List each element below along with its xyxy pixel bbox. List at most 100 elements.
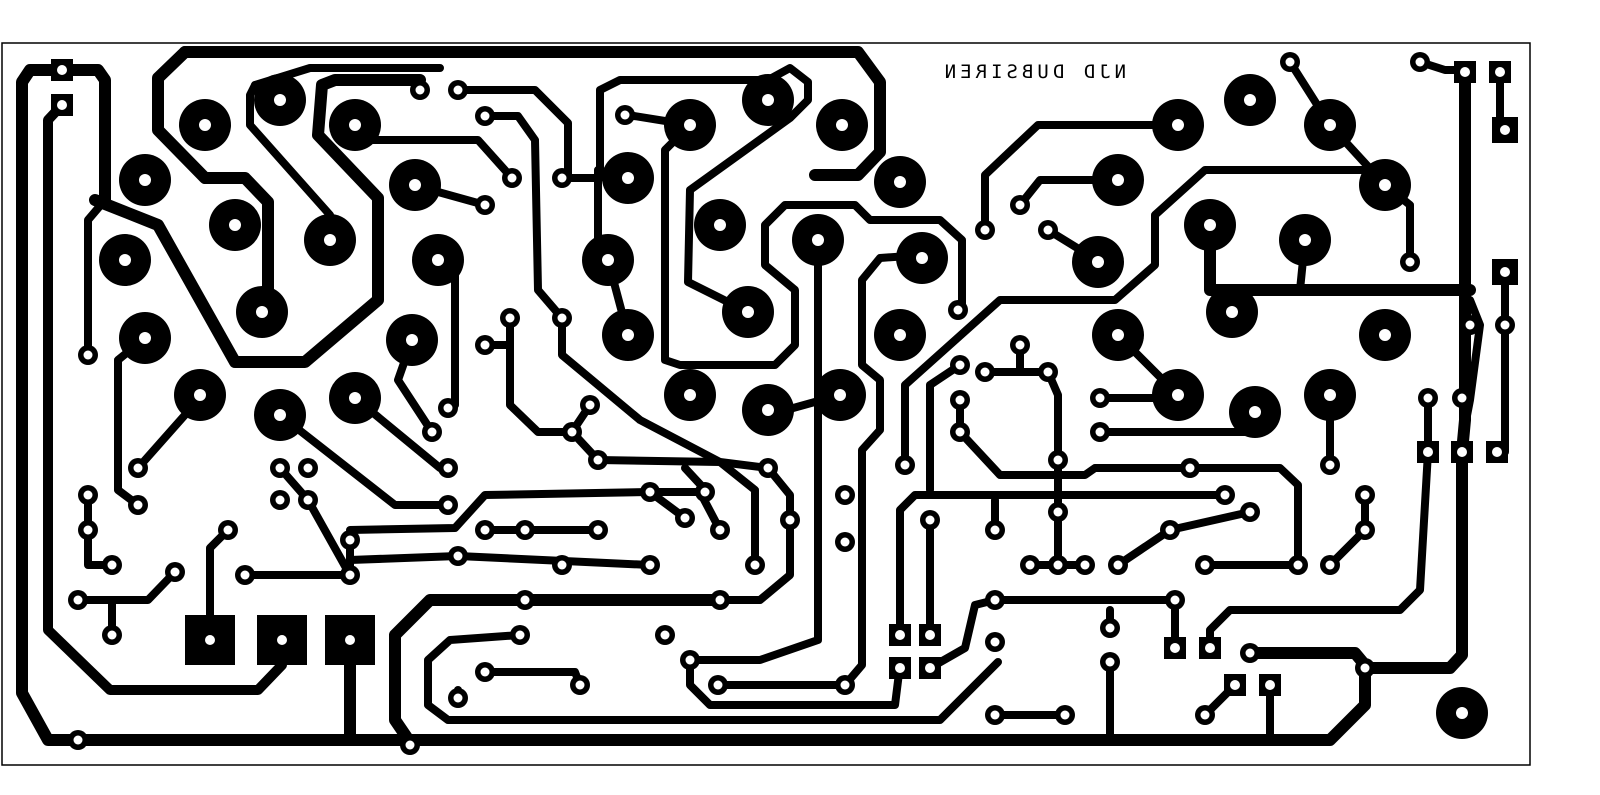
drill-hole — [1325, 560, 1335, 570]
drill-hole — [1249, 406, 1261, 418]
drill-hole — [785, 515, 795, 525]
drill-hole — [1053, 560, 1063, 570]
drill-hole — [602, 254, 614, 266]
drill-hole — [240, 570, 250, 580]
drill-hole — [1015, 340, 1025, 350]
trace — [481, 112, 794, 524]
drill-hole — [840, 537, 850, 547]
drill-hole — [1245, 507, 1255, 517]
drill-hole — [345, 635, 355, 645]
drill-hole — [840, 680, 850, 690]
trace — [152, 46, 274, 318]
drill-hole — [415, 85, 425, 95]
drill-hole — [1172, 389, 1184, 401]
trace — [179, 46, 886, 181]
board-title-text: NJD DUBSIREN — [941, 61, 1126, 83]
drill-hole — [1360, 663, 1370, 673]
drill-hole — [836, 119, 848, 131]
drill-hole — [1060, 710, 1070, 720]
drill-hole — [1492, 447, 1502, 457]
trace — [981, 121, 1182, 234]
drill-hole — [715, 525, 725, 535]
drill-hole — [1185, 463, 1195, 473]
trace — [276, 411, 452, 509]
drill-hole — [139, 332, 151, 344]
drill-hole — [256, 306, 268, 318]
drill-hole — [1220, 490, 1230, 500]
drill-hole — [1043, 367, 1053, 377]
drill-hole — [1245, 648, 1255, 658]
trace — [926, 361, 964, 494]
drill-hole — [443, 500, 453, 510]
drill-hole — [409, 179, 421, 191]
drill-hole — [83, 350, 93, 360]
drill-hole — [894, 176, 906, 188]
drill-hole — [1460, 67, 1470, 77]
drill-hole — [1293, 560, 1303, 570]
drill-hole — [1457, 393, 1467, 403]
trace — [661, 121, 966, 369]
drill-hole — [223, 525, 233, 535]
trace — [686, 656, 904, 709]
trace — [84, 196, 109, 359]
drill-hole — [684, 119, 696, 131]
drill-hole — [119, 254, 131, 266]
drill-hole — [520, 525, 530, 535]
drill-hole — [1053, 455, 1063, 465]
drill-hole — [1379, 329, 1391, 341]
drill-hole — [349, 119, 361, 131]
drill-hole — [194, 389, 206, 401]
drill-hole — [205, 635, 215, 645]
drill-hole — [453, 551, 463, 561]
drill-hole — [1043, 225, 1053, 235]
trace — [1204, 219, 1476, 296]
drill-hole — [303, 463, 313, 473]
drill-hole — [980, 225, 990, 235]
drill-hole — [620, 110, 630, 120]
drill-hole — [83, 525, 93, 535]
drill-hole — [1457, 447, 1467, 457]
trace — [74, 568, 179, 604]
trace — [716, 516, 794, 604]
trace — [481, 668, 584, 689]
drill-hole — [1423, 447, 1433, 457]
drill-hole — [645, 560, 655, 570]
drill-hole — [1105, 657, 1115, 667]
drill-hole — [980, 367, 990, 377]
drill-hole — [990, 637, 1000, 647]
drill-hole — [1415, 57, 1425, 67]
drill-hole — [955, 427, 965, 437]
drill-hole — [593, 455, 603, 465]
trace — [926, 596, 1179, 672]
drill-hole — [275, 495, 285, 505]
drill-hole — [1165, 525, 1175, 535]
trace — [684, 64, 812, 316]
drill-hole — [1113, 560, 1123, 570]
drill-hole — [762, 404, 774, 416]
drill-hole — [953, 305, 963, 315]
drill-hole — [1324, 389, 1336, 401]
drill-hole — [432, 254, 444, 266]
drill-hole — [557, 313, 567, 323]
drill-hole — [427, 427, 437, 437]
drill-hole — [925, 630, 935, 640]
drill-hole — [1105, 623, 1115, 633]
drill-hole — [1405, 257, 1415, 267]
trace — [454, 76, 772, 182]
drill-hole — [1200, 560, 1210, 570]
drill-hole — [895, 630, 905, 640]
drill-hole — [139, 174, 151, 186]
drill-hole — [1015, 200, 1025, 210]
board-title: NJD DUBSIREN — [941, 61, 1126, 83]
drill-hole — [324, 234, 336, 246]
drill-hole — [57, 65, 67, 75]
drill-hole — [925, 515, 935, 525]
drill-hole — [840, 490, 850, 500]
drill-hole — [107, 560, 117, 570]
drill-hole — [557, 173, 567, 183]
drill-hole — [199, 119, 211, 131]
trace — [84, 491, 116, 569]
drill-hole — [303, 495, 313, 505]
drill-hole — [700, 487, 710, 497]
drill-hole — [275, 463, 285, 473]
